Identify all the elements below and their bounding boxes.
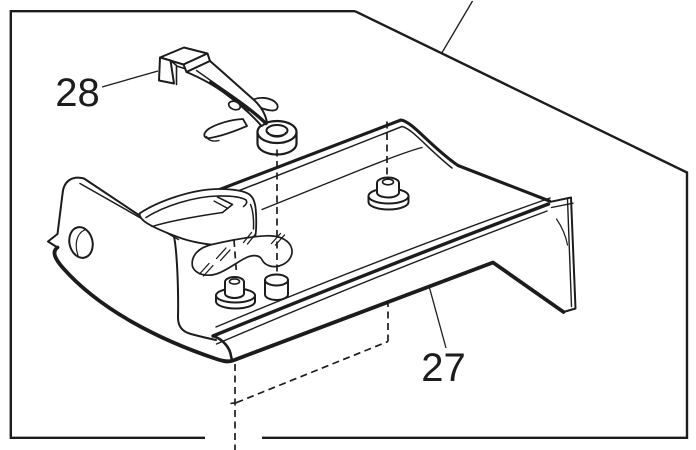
- right-grommet: [367, 176, 410, 211]
- pin-cylinder: [264, 273, 289, 301]
- guide-cam-front-fold: [249, 203, 255, 230]
- offpage-leader-line: [440, 0, 474, 54]
- figure-frame: [9, 0, 689, 439]
- lever-arm-hole: [227, 100, 242, 111]
- right-grommet-hole: [381, 178, 395, 186]
- left-plate-fold-line: [172, 231, 217, 341]
- hatched-pad: [191, 231, 293, 277]
- lever-eyelet-ring: [256, 119, 298, 156]
- lever-arm-crease: [195, 69, 250, 112]
- hatch-marks: [198, 231, 286, 277]
- tray-front-corner-arc: [211, 334, 235, 362]
- tray-back-wall-top-edge: [142, 118, 552, 221]
- front-rail-top-line: [215, 197, 551, 328]
- hatched-pad-outline: [191, 234, 293, 276]
- dash-diagonal: [236, 340, 389, 404]
- pin-cylinder-top: [264, 273, 289, 287]
- ring-hole-depth-arc: [267, 131, 287, 138]
- lever-arm-heavy-edge: [209, 80, 268, 126]
- callout-label-28: 28: [55, 71, 100, 115]
- front-rail-lower-line: [215, 210, 548, 345]
- callout-27: 27: [421, 285, 466, 390]
- leader-line-28: [101, 70, 159, 88]
- alignment-dashed-lines: [230, 121, 389, 450]
- guide-cam-notch-inner: [213, 200, 228, 209]
- right-plate-inner-edge: [566, 198, 573, 308]
- floor-wall-junction-line: [261, 146, 423, 211]
- ring-inner-hole: [265, 124, 289, 137]
- tray-front-rail-outer-edge: [211, 202, 551, 338]
- dash-to-left-grommet: [233, 239, 238, 274]
- callout-label-27: 27: [421, 346, 466, 390]
- callout-28: 28: [55, 70, 159, 115]
- left-plate-mounting-hole: [68, 226, 94, 259]
- hook-prong-face: [158, 56, 175, 85]
- guide-cam-skirt-crease: [151, 211, 224, 228]
- frame-left-segment: [9, 10, 355, 439]
- right-plate-top-hem-line: [550, 202, 574, 209]
- frame-right-segment: [262, 10, 689, 439]
- part-27-tray: [47, 118, 577, 364]
- lever-left-wing: [203, 118, 248, 139]
- back-wall-hem-line: [149, 125, 453, 227]
- mounting-hole-depth-line: [75, 229, 86, 257]
- guide-cam-notch: [216, 196, 234, 214]
- part-28-lever: [158, 46, 298, 156]
- left-grommet-hole: [228, 278, 241, 285]
- tray-bottom-outer-edge: [52, 245, 566, 364]
- lever-left-wing-thickness: [205, 135, 220, 142]
- left-grommet: [215, 276, 256, 310]
- tray-silhouette: [47, 119, 577, 363]
- right-plate-crease-curve: [555, 218, 569, 246]
- guide-cam-channel-edge: [145, 195, 248, 219]
- leader-line-27: [428, 285, 447, 349]
- dash-junction-tick: [230, 401, 238, 405]
